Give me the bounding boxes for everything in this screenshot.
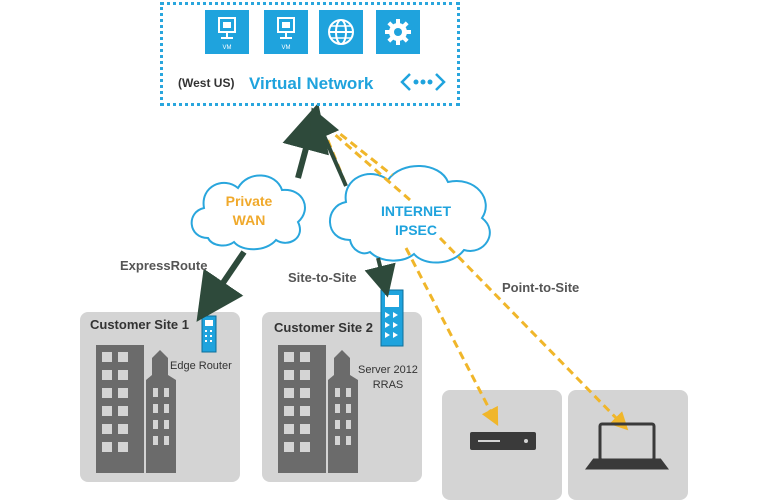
server-appliance-icon	[470, 432, 536, 450]
rras-server-icon	[380, 289, 404, 347]
site-to-site-upper-arrow	[309, 107, 348, 187]
customer-site-1-title: Customer Site 1	[90, 317, 189, 332]
rras-server-label: Server 2012 RRAS	[358, 363, 418, 393]
internet-ipsec-cloud	[329, 165, 491, 264]
laptop-icon	[585, 422, 669, 470]
rras-server-line2: RRAS	[372, 379, 404, 391]
point-to-site-arrow	[438, 236, 629, 431]
customer-site-2-title: Customer Site 2	[274, 320, 373, 335]
private-wan-line2: WAN	[232, 212, 266, 228]
vm-label: VM	[222, 45, 232, 51]
globe-icon	[328, 19, 354, 45]
edge-router-label: Edge Router	[170, 360, 232, 372]
client-device-panel-2	[568, 390, 688, 500]
buildings-site-2-icon	[278, 345, 358, 473]
virtual-network-title: Virtual Network	[249, 74, 374, 93]
internet-line1: INTERNET	[381, 203, 451, 219]
rras-server-line1: Server 2012	[358, 364, 418, 376]
point-to-site-label: Point-to-Site	[502, 280, 580, 295]
buildings-site-1-icon	[96, 345, 176, 473]
internet-ipsec-label: INTERNET IPSEC	[366, 202, 466, 240]
vm-tile-1[interactable]: VM	[205, 10, 249, 54]
virtual-network-box	[160, 2, 460, 106]
gear-icon	[385, 19, 411, 45]
vm-icon	[277, 17, 295, 39]
globe-tile[interactable]	[319, 10, 363, 54]
ipsec-line2: IPSEC	[394, 222, 437, 238]
edge-router-icon	[201, 315, 217, 353]
vm-icon	[218, 17, 236, 39]
settings-tile[interactable]	[376, 10, 420, 54]
expressroute-upper-arrow	[282, 102, 329, 179]
expressroute-label: ExpressRoute	[120, 258, 208, 273]
site-to-site-label: Site-to-Site	[288, 270, 357, 285]
vm-tile-2[interactable]: VM	[264, 10, 308, 54]
internet-to-device-arrow	[404, 247, 499, 426]
expressroute-lower-arrow	[196, 250, 247, 322]
private-wan-label: Private WAN	[214, 192, 284, 230]
virtual-network-icon	[400, 73, 446, 91]
private-wan-line1: Private	[225, 193, 273, 209]
vm-label: VM	[281, 45, 291, 51]
site-to-site-lower-arrow	[364, 257, 396, 298]
private-wan-cloud	[190, 174, 306, 251]
region-label: (West US)	[178, 76, 235, 90]
